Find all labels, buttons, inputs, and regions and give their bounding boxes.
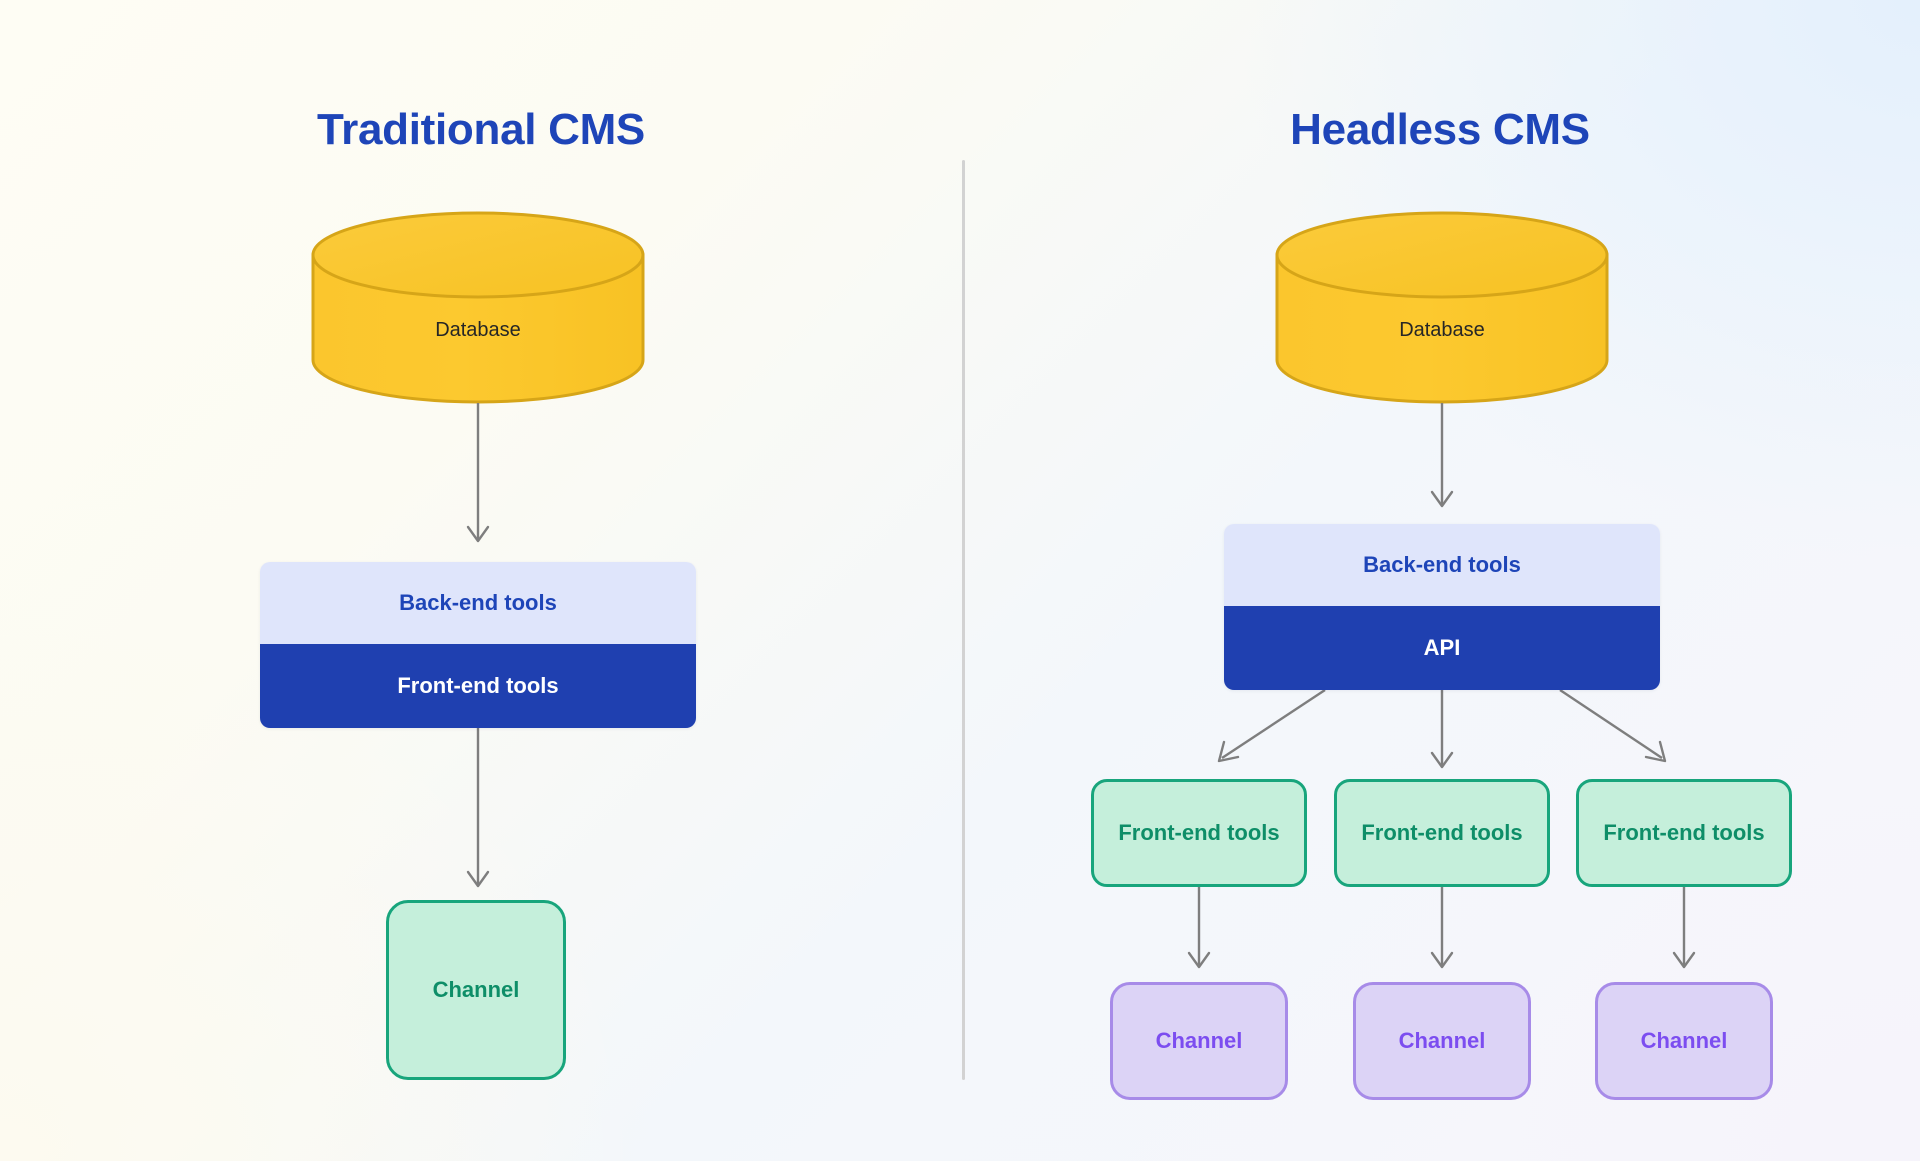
frontend-tools-label-3: Front-end tools — [1603, 819, 1765, 845]
arrow-down-icon-right-db-to-tools — [1430, 403, 1454, 508]
channel-label-right-2: Channel — [1398, 1027, 1486, 1053]
database-label-left: Database — [435, 319, 521, 341]
tools-box-right: Back-end tools API — [1224, 524, 1660, 690]
frontend-tools-box-2: Front-end tools — [1334, 779, 1550, 887]
panel-title-headless-cms: Headless CMS — [1290, 105, 1590, 154]
arrow-down-icon-api-to-frontend-2 — [1430, 690, 1454, 769]
arrow-down-icon-left-tools-to-channel — [466, 727, 490, 888]
frontend-tools-label-1: Front-end tools — [1118, 819, 1280, 845]
channel-label-right-3: Channel — [1640, 1027, 1728, 1053]
channel-box-right-2: Channel — [1353, 982, 1531, 1100]
database-cylinder-icon-left — [311, 211, 645, 404]
backend-tools-label-right: Back-end tools — [1224, 524, 1660, 606]
channel-label-left-1: Channel — [432, 976, 520, 1002]
frontend-tools-box-3: Front-end tools — [1576, 779, 1792, 887]
arrow-down-left-icon-api-to-frontend-1 — [1217, 688, 1326, 763]
channel-box-right-1: Channel — [1110, 982, 1288, 1100]
database-label-right: Database — [1399, 319, 1485, 341]
tools-box-left: Back-end tools Front-end tools — [260, 562, 696, 728]
frontend-tools-box-1: Front-end tools — [1091, 779, 1307, 887]
arrow-down-right-icon-api-to-frontend-3 — [1559, 689, 1667, 763]
frontend-tools-label-2: Front-end tools — [1361, 819, 1523, 845]
arrow-down-icon-frontend-3-to-channel-3 — [1672, 887, 1696, 969]
panel-divider — [962, 160, 965, 1080]
channel-box-right-3: Channel — [1595, 982, 1773, 1100]
backend-tools-label-left: Back-end tools — [260, 562, 696, 644]
arrow-down-icon-left-db-to-tools — [466, 403, 490, 543]
panel-title-traditional-cms: Traditional CMS — [317, 105, 645, 154]
channel-box-left-1: Channel — [386, 900, 566, 1080]
frontend-tools-label-left: Front-end tools — [260, 644, 696, 728]
arrow-down-icon-frontend-2-to-channel-2 — [1430, 887, 1454, 969]
api-label-right: API — [1224, 606, 1660, 690]
database-cylinder-icon-right — [1275, 211, 1609, 404]
arrow-down-icon-frontend-1-to-channel-1 — [1187, 887, 1211, 969]
channel-label-right-1: Channel — [1155, 1027, 1243, 1053]
